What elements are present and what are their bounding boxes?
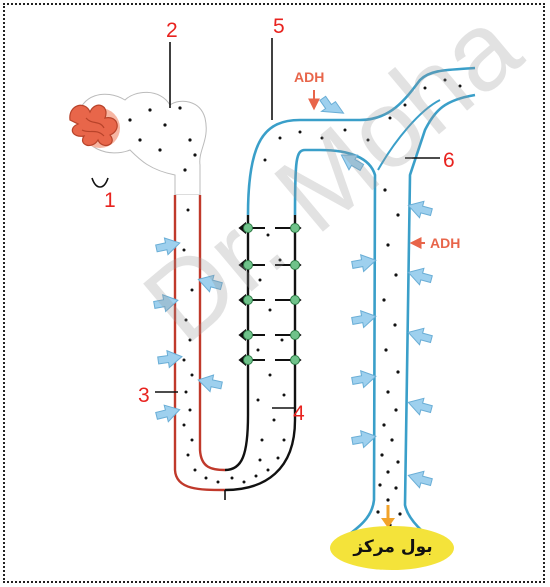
adh-label-top: ADH — [294, 70, 324, 84]
descending-limb — [175, 195, 225, 492]
label-4: 4 — [293, 403, 305, 424]
label-6: 6 — [443, 150, 455, 171]
label-2: 2 — [166, 20, 178, 41]
label-1: 1 — [104, 190, 116, 211]
ascending-limb — [225, 215, 295, 490]
label-3: 3 — [138, 385, 150, 406]
concentrated-urine-label: بول مركز — [348, 539, 438, 556]
adh-label-side: ADH — [430, 236, 460, 250]
label-5: 5 — [273, 16, 285, 37]
